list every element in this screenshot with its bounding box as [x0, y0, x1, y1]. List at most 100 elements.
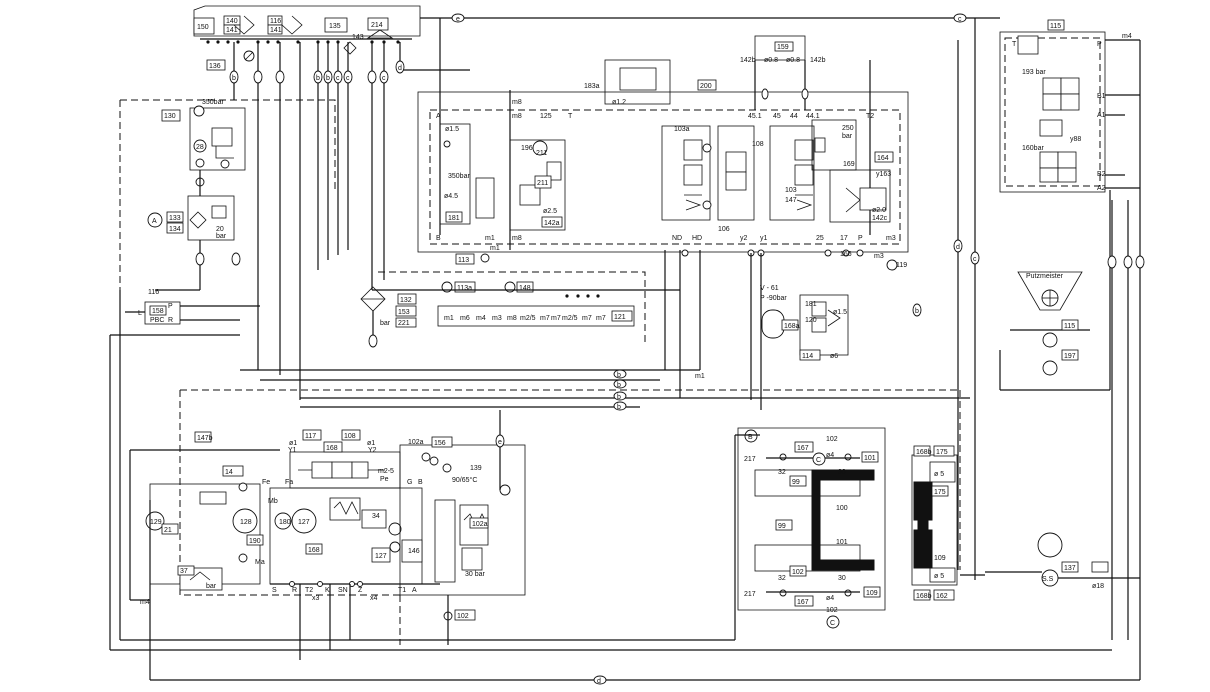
dim-32-bottom: 32	[778, 575, 786, 582]
label-140: 140	[226, 18, 238, 25]
port-m1-b: m1	[490, 245, 500, 252]
port-m1: m1	[485, 235, 495, 242]
port-R: R	[292, 587, 297, 594]
label-136: 136	[209, 63, 221, 70]
port-m8-top: m8	[512, 99, 522, 106]
port-G: G	[407, 479, 412, 486]
port-HD: HD	[692, 235, 702, 242]
pressure-30: 30 bar	[465, 571, 486, 578]
label-113: 113	[458, 257, 469, 264]
brand-putzmeister: Putzmeister	[1026, 273, 1064, 280]
test-m7: m7	[540, 315, 550, 322]
port-PBC: PBC	[150, 317, 164, 324]
orifice-4-top: ø4	[826, 452, 834, 459]
port-m3-b: m3	[874, 253, 884, 260]
port-m1-mid: m1	[695, 373, 705, 380]
valve-117	[289, 451, 401, 489]
label-169: 169	[843, 161, 855, 168]
label-120: 168a	[784, 323, 800, 330]
label-127: 168	[308, 547, 320, 554]
label-101-top: 99	[792, 479, 800, 486]
label-214: 214	[371, 22, 383, 29]
port-B1: B1	[1097, 93, 1106, 100]
top-return-line	[420, 13, 1000, 580]
label-21: 128	[240, 519, 252, 526]
label-142a: 142a	[544, 220, 560, 227]
pressure-193: 193 bar	[1022, 69, 1046, 76]
label-106: 106	[718, 226, 730, 233]
orifice-1.5: ø1.5	[445, 126, 459, 133]
port-Y2: Y2	[368, 447, 377, 454]
label-108: 108	[752, 141, 764, 148]
manifold-ports-top	[206, 40, 400, 44]
port-B2: B2	[1097, 171, 1106, 178]
accumulator-pressure: P -90bar	[760, 295, 787, 302]
port-A-pump: A	[412, 587, 417, 594]
line-label-b: b	[232, 75, 236, 82]
pump-cylinders	[737, 427, 886, 611]
orifice-6: ø6	[830, 353, 838, 360]
test-m7c: m7	[582, 315, 592, 322]
label-114: 115	[1050, 23, 1061, 30]
line-label-b6: b	[617, 382, 621, 389]
port-T1: T1	[398, 587, 406, 594]
label-128: 190	[249, 538, 261, 545]
label-221: 221	[398, 320, 410, 327]
label-142b-left: 142b	[740, 57, 756, 64]
pressure-250-unit: bar	[842, 133, 853, 140]
line-label-c-top: c	[958, 16, 962, 23]
label-129: 21	[164, 527, 172, 534]
orifice-5-bottom: ø 5	[934, 573, 944, 580]
outer-return-loops	[109, 290, 1140, 685]
orifice-2.0: ø2.0	[872, 207, 886, 214]
port-45.1: 45.1	[748, 113, 762, 120]
line-label-b2: b	[316, 75, 320, 82]
label-168-right: 108	[344, 433, 356, 440]
top-drop-lines	[229, 42, 470, 400]
label-175-bottom: 109	[934, 555, 946, 562]
port-44: 44	[790, 113, 798, 120]
label-14: 129	[150, 519, 162, 526]
port-S: S	[272, 587, 277, 594]
pressure-250: 250	[842, 125, 854, 132]
label-109-top: 168b	[916, 449, 932, 456]
port-y2: y2	[740, 235, 748, 242]
orifice-5-top: ø 5	[934, 471, 944, 478]
label-143: 143	[352, 34, 364, 41]
label-115: 115	[1064, 323, 1075, 330]
orifice-18: ø18	[1092, 583, 1104, 590]
dim-30-top: 30	[838, 469, 846, 476]
label-181: 181	[448, 215, 460, 222]
line-label-b8: b	[617, 404, 621, 411]
port-44.1: 44.1	[806, 113, 820, 120]
port-Fe: Fe	[262, 479, 270, 486]
valve-139-block	[399, 410, 526, 645]
label-142c: 142c	[872, 215, 888, 222]
port-P-158: P	[168, 303, 173, 310]
label-139: 102a	[472, 521, 488, 528]
line-label-d3: d	[597, 678, 601, 685]
label-119: 119	[896, 262, 907, 269]
port-T2: T2	[866, 113, 874, 120]
dim-30-bottom: 30	[838, 575, 846, 582]
signal-y163: y163	[876, 171, 891, 178]
label-99-top: 100	[836, 505, 848, 512]
test-m4: m4	[476, 315, 486, 322]
label-211: 211	[536, 150, 547, 157]
label-102-bl: 217	[744, 591, 756, 598]
label-158: 158	[152, 308, 164, 315]
label-101-bottom: 102	[792, 569, 804, 576]
dim-32-top: 32	[778, 469, 786, 476]
label-181b: 120	[805, 317, 817, 324]
port-T-114: T	[1012, 41, 1017, 48]
pressure-block-158	[125, 289, 260, 325]
test-m7b: m7	[551, 315, 561, 322]
label-117: 168	[326, 445, 338, 452]
label-180: 127	[298, 519, 310, 526]
port-x3: x3	[312, 595, 320, 602]
port-B-139: B	[418, 479, 423, 486]
circle-C-top: C	[816, 457, 821, 464]
label-109-bottom: 168b	[916, 593, 932, 600]
port-Y1: Y1	[288, 447, 297, 454]
port-m3: m3	[886, 235, 896, 242]
